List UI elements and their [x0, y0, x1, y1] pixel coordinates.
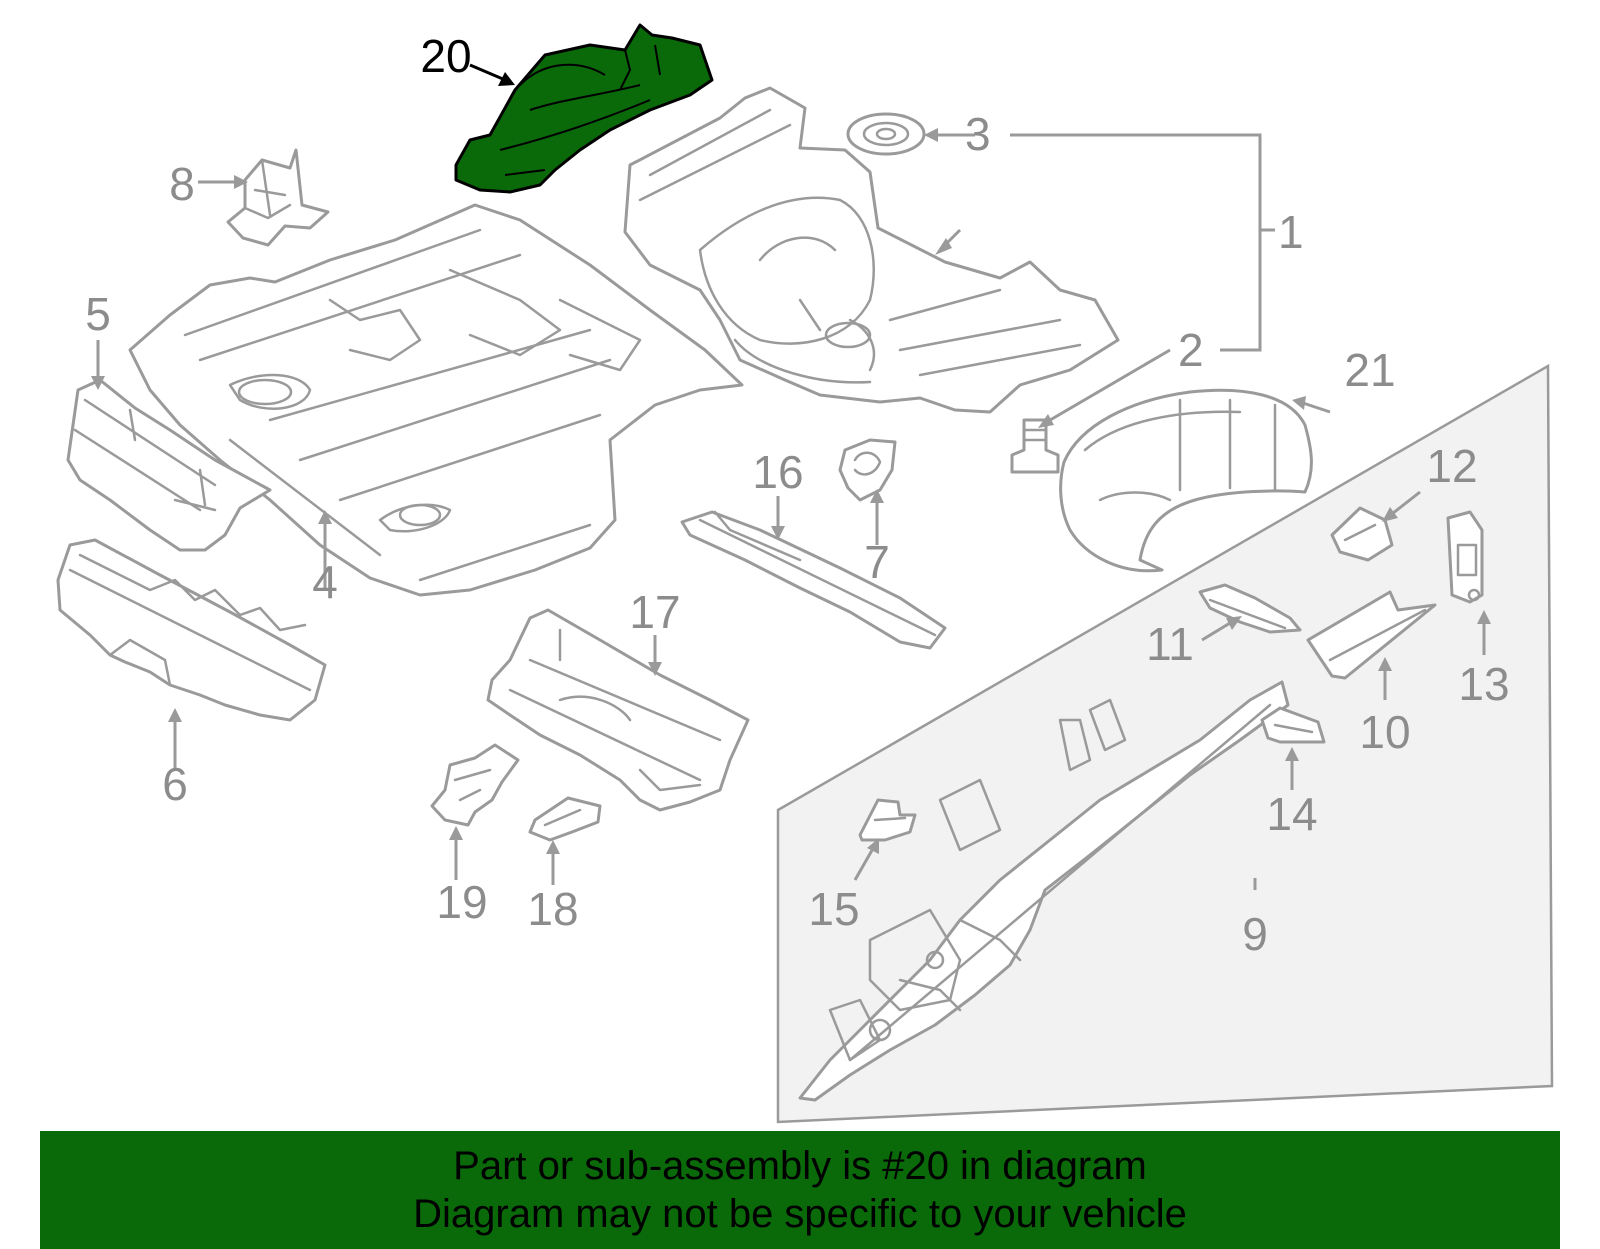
- part-6-crossmember[interactable]: [56, 538, 327, 722]
- part-19-bracket[interactable]: [430, 743, 520, 827]
- callout-17: 17: [629, 586, 680, 638]
- part-12-bracket[interactable]: [1330, 506, 1394, 562]
- callout-10: 10: [1359, 706, 1410, 758]
- part-9-side-member[interactable]: [798, 680, 1290, 1102]
- callout-14: 14: [1266, 788, 1317, 840]
- callout-labels: 1 2 3 4 5 6 7 8 9 10 11 12 13 14 15 16 1…: [85, 30, 1509, 960]
- part-11-bracket[interactable]: [1198, 583, 1302, 634]
- callout-3: 3: [965, 108, 991, 160]
- callout-8: 8: [169, 158, 195, 210]
- part-13-bracket[interactable]: [1446, 510, 1484, 604]
- callout-2: 2: [1178, 324, 1204, 376]
- part-3-plug[interactable]: [846, 112, 926, 156]
- part-10-bracket[interactable]: [1306, 590, 1437, 680]
- callout-15: 15: [808, 883, 859, 935]
- part-4-front-floor[interactable]: [128, 203, 744, 597]
- callout-21: 21: [1344, 344, 1395, 396]
- callout-16: 16: [752, 446, 803, 498]
- banner-line-1: Part or sub-assembly is #20 in diagram: [453, 1144, 1147, 1188]
- part-14-bracket[interactable]: [1260, 706, 1326, 744]
- banner-line-2: Diagram may not be specific to your vehi…: [413, 1192, 1187, 1236]
- part-16-rail[interactable]: [680, 510, 947, 650]
- part-15-clip[interactable]: [858, 798, 917, 842]
- part-17-tunnel[interactable]: [486, 608, 750, 812]
- callout-12: 12: [1426, 440, 1477, 492]
- callout-20: 20: [420, 30, 471, 82]
- assembly-bracket-1-2-3: [1010, 133, 1275, 352]
- part-2-bolt[interactable]: [1010, 418, 1060, 474]
- callout-19: 19: [436, 876, 487, 928]
- callout-18: 18: [527, 883, 578, 935]
- part-20-highlighted[interactable]: [454, 23, 714, 194]
- callout-13: 13: [1458, 658, 1509, 710]
- part-8-bracket[interactable]: [226, 148, 330, 247]
- part-5-sill[interactable]: [66, 378, 272, 552]
- info-banner: Part or sub-assembly is #20 in diagram D…: [40, 1131, 1560, 1249]
- callout-9: 9: [1242, 908, 1268, 960]
- part-1-rear-floor[interactable]: [623, 86, 1120, 414]
- callout-11: 11: [1146, 618, 1194, 670]
- callout-4: 4: [312, 556, 338, 608]
- part-21-liner[interactable]: [1059, 388, 1313, 573]
- part-18-clip[interactable]: [528, 796, 602, 842]
- callout-6: 6: [162, 758, 188, 810]
- part-7-bracket[interactable]: [838, 438, 897, 502]
- callout-5: 5: [85, 288, 111, 340]
- leader-lines: [91, 63, 1491, 890]
- callout-1: 1: [1278, 206, 1304, 258]
- callout-7: 7: [864, 536, 890, 588]
